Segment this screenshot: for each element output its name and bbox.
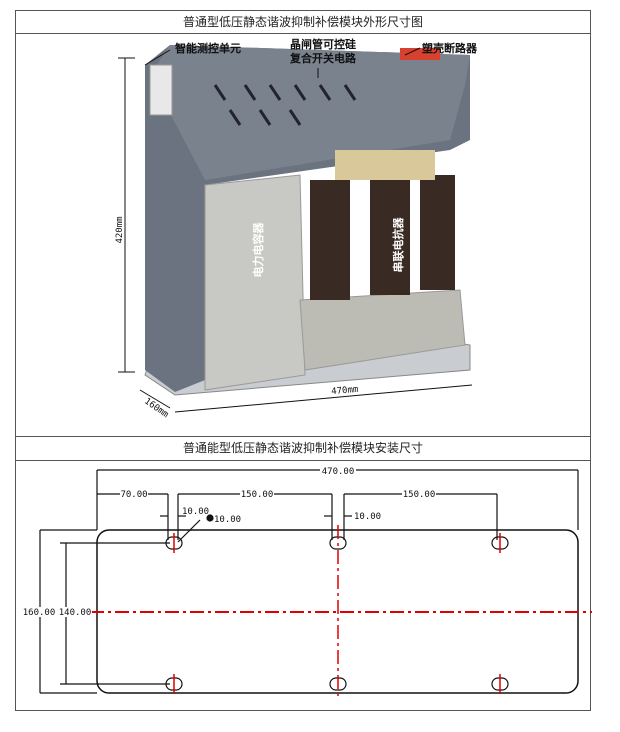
document-frame: 普通型低压静态谐波抑制补偿模块外形尺寸图 普通能型低压静态谐波抑制补偿模块安装尺… <box>15 10 591 711</box>
label-breaker: 塑壳断路器 <box>422 41 478 55</box>
dim-span1: 150.00 <box>241 490 274 500</box>
section2-title: 普通能型低压静态谐波抑制补偿模块安装尺寸 <box>16 436 590 461</box>
dim-width: 470mm <box>331 385 359 397</box>
drawing-dimensions: 470.00 70.00 150.00 150.00 10.00 10.00 1… <box>22 465 436 618</box>
installation-drawing <box>39 469 592 700</box>
section1-title: 普通型低压静态谐波抑制补偿模块外形尺寸图 <box>16 11 590 34</box>
dim-inner-height: 140.00 <box>59 608 92 618</box>
dim-edge: 70.00 <box>120 490 147 500</box>
label-control-unit: 智能测控单元 <box>175 41 241 55</box>
dim-hole: 10.00 <box>214 515 241 525</box>
dim-total: 470.00 <box>322 467 355 477</box>
mounting-holes <box>165 536 509 691</box>
center-lines <box>40 525 592 700</box>
dim-slot1: 10.00 <box>182 507 209 517</box>
label-thyristor-1: 晶闸管可控硅 <box>290 37 356 51</box>
dim-outer-height: 160.00 <box>23 608 56 618</box>
dim-span2: 150.00 <box>403 490 436 500</box>
dim-height: 420mm <box>115 216 125 243</box>
label-reactor: 串联电抗器 <box>391 217 405 273</box>
label-thyristor-2: 复合开关电路 <box>289 51 357 65</box>
label-capacitor: 电力电容器 <box>251 222 265 278</box>
dim-slot2: 10.00 <box>354 512 381 522</box>
product-photo: 智能测控单元 晶闸管可控硅 复合开关电路 塑壳断路器 电力电容器 串联电抗器 4… <box>115 37 478 420</box>
